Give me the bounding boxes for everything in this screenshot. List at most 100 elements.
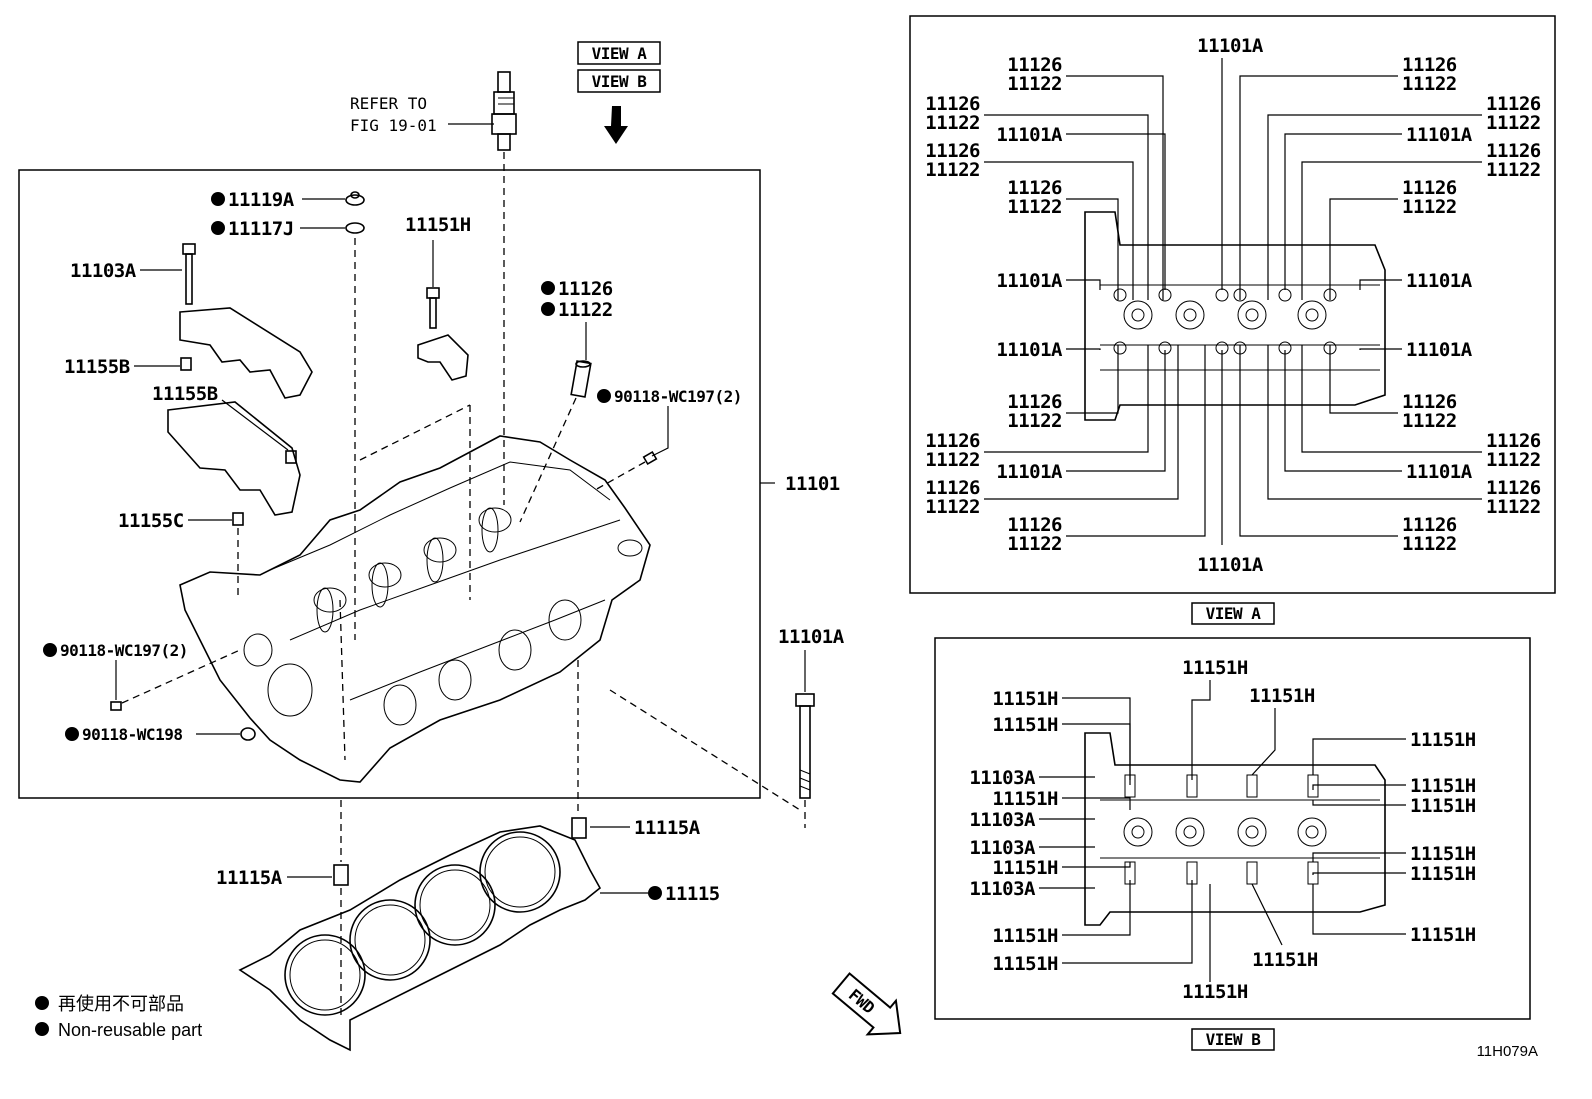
view-a-seal-label: 11122: [1007, 533, 1062, 555]
view-a-leader: [1066, 75, 1164, 300]
view-a-leader: [984, 345, 1179, 500]
view-b-leader: [1312, 784, 1406, 790]
part-label-11117j: 11117J: [228, 218, 294, 240]
view-a-bolt-label: 11101A: [1406, 124, 1473, 146]
dowel-11155b-2: [285, 450, 297, 464]
view-a-seal-label: 11126: [1402, 177, 1457, 199]
view-a-seal-label: 11122: [925, 449, 980, 471]
part-label-11101a-main: 11101A: [778, 626, 845, 648]
view-a-frame: [909, 15, 1556, 594]
plug-90118-wc198: [240, 727, 256, 741]
view-b-bolt-label: 11151H: [1252, 949, 1318, 971]
view-a-port-inner: [1131, 308, 1145, 322]
view-a-head-outline: [1084, 211, 1386, 421]
view-a-seal-label: 11122: [1402, 73, 1457, 95]
view-b-leader: [1062, 880, 1193, 964]
part-label-90118-wc197-left: 90118-WC197(2): [60, 641, 188, 660]
view-b-leader: [1062, 797, 1131, 810]
dowel-11155b-1: [180, 357, 192, 371]
view-a-bolt-label: 11101A: [1406, 461, 1473, 483]
view-b-bolt-label: 11151H: [992, 857, 1058, 879]
view-b-port: [1297, 817, 1327, 847]
head-gasket-11115: [238, 825, 602, 1052]
view-a-bolt-hole: [1113, 288, 1127, 302]
view-b-bolt-label: 11151H: [992, 688, 1058, 710]
view-a-bolt-label: 11101A: [1406, 339, 1473, 361]
view-a-seal-label: 11122: [1486, 496, 1541, 518]
part-label-11155b-1: 11155B: [64, 356, 130, 378]
view-a-seal-label: 11126: [1402, 514, 1457, 536]
view-a-leader: [1284, 133, 1402, 290]
view-b-bolt-label: 11151H: [992, 714, 1058, 736]
part-label-11103a: 11103A: [70, 260, 137, 282]
view-a-seal-label: 11122: [1486, 449, 1541, 471]
view-b-cap: [1246, 861, 1258, 885]
view-b-bolt-label: 11151H: [1410, 843, 1476, 865]
view-a-bolt-hole: [1113, 341, 1127, 355]
plug-90118-wc197-left: [110, 701, 122, 711]
view-a-bolt-label: 11101A: [996, 270, 1063, 292]
view-a-seal-label: 11122: [1007, 73, 1062, 95]
bearing-cap-11151h: [417, 334, 469, 381]
camshaft-housing-plate: [167, 401, 301, 516]
view-a-leader: [1066, 345, 1206, 537]
view-a-seal-label: 11126: [1486, 140, 1541, 162]
view-b-port: [1123, 817, 1153, 847]
view-a-leader: [1329, 198, 1398, 300]
view-a-leader: [1066, 279, 1101, 290]
view-b-caption-tag: VIEW B: [1191, 1028, 1275, 1051]
view-a-leader: [1239, 75, 1398, 300]
part-label-90118-wc198: 90118-WC198: [82, 725, 182, 744]
view-b-bolt-label: 11151H: [1410, 924, 1476, 946]
view-a-bottom-bolt-label: 11101A: [1197, 554, 1264, 576]
view-a-leader: [1301, 161, 1482, 300]
view-a-port: [1123, 300, 1153, 330]
view-b-leader: [1062, 880, 1131, 936]
dowel-11115a-left: [333, 864, 349, 886]
view-a-leader: [1267, 345, 1482, 500]
view-a-leader: [1066, 350, 1166, 472]
view-a-bolt-hole: [1158, 288, 1172, 302]
view-a-leader: [984, 114, 1149, 300]
view-b-leader: [1062, 723, 1131, 785]
view-a-leader: [1284, 350, 1402, 472]
view-a-bolt-label: 11101A: [996, 339, 1063, 361]
view-b-bolt-label: 11151H: [1410, 795, 1476, 817]
bolt-11101a: [795, 693, 815, 799]
view-b-leader: [1062, 697, 1131, 780]
part-label-11155b-2: 11155B: [152, 383, 218, 405]
view-b-pin-label: 11103A: [969, 878, 1036, 900]
view-b-port-inner: [1245, 825, 1259, 839]
view-a-seal-label: 11122: [1486, 112, 1541, 134]
view-a-seal-label: 11126: [925, 477, 980, 499]
refer-line-2: FIG 19-01: [350, 116, 437, 135]
part-label-11155c: 11155C: [118, 510, 184, 532]
view-b-cap: [1246, 774, 1258, 798]
view-b-head-outline: [1084, 732, 1386, 926]
view-b-pin-label: 11103A: [969, 809, 1036, 831]
svg-text:VIEW B: VIEW B: [1206, 1030, 1262, 1049]
svg-text:VIEW A: VIEW A: [592, 44, 648, 63]
dowel-11155c: [232, 512, 244, 526]
part-label-11122: 11122: [558, 299, 613, 321]
view-a-bolt-hole: [1278, 288, 1292, 302]
view-a-bolt-label: 11101A: [996, 124, 1063, 146]
view-a-seal-label: 11126: [1007, 54, 1062, 76]
view-a-leader: [1239, 345, 1398, 537]
washer-11119a: [345, 191, 365, 206]
view-a-bolt-hole: [1215, 288, 1229, 302]
view-b-leader: [1312, 872, 1406, 875]
view-a-seal-label: 11126: [1007, 514, 1062, 536]
part-label-11115a-right: 11115A: [634, 817, 701, 839]
svg-text:VIEW B: VIEW B: [592, 72, 648, 91]
fwd-arrow-icon: FWD: [831, 972, 902, 1036]
view-b-port-inner: [1183, 825, 1197, 839]
camshaft-bearing-cap-front: [179, 307, 313, 399]
view-a-leader: [984, 345, 1149, 453]
view-b-leader: [1312, 800, 1406, 806]
view-a-seal-label: 11122: [1402, 533, 1457, 555]
legend-jp: 再使用不可部品: [58, 994, 184, 1014]
view-b-port: [1175, 817, 1205, 847]
view-a-bolt-label: 11101A: [1406, 270, 1473, 292]
view-a-port: [1175, 300, 1205, 330]
